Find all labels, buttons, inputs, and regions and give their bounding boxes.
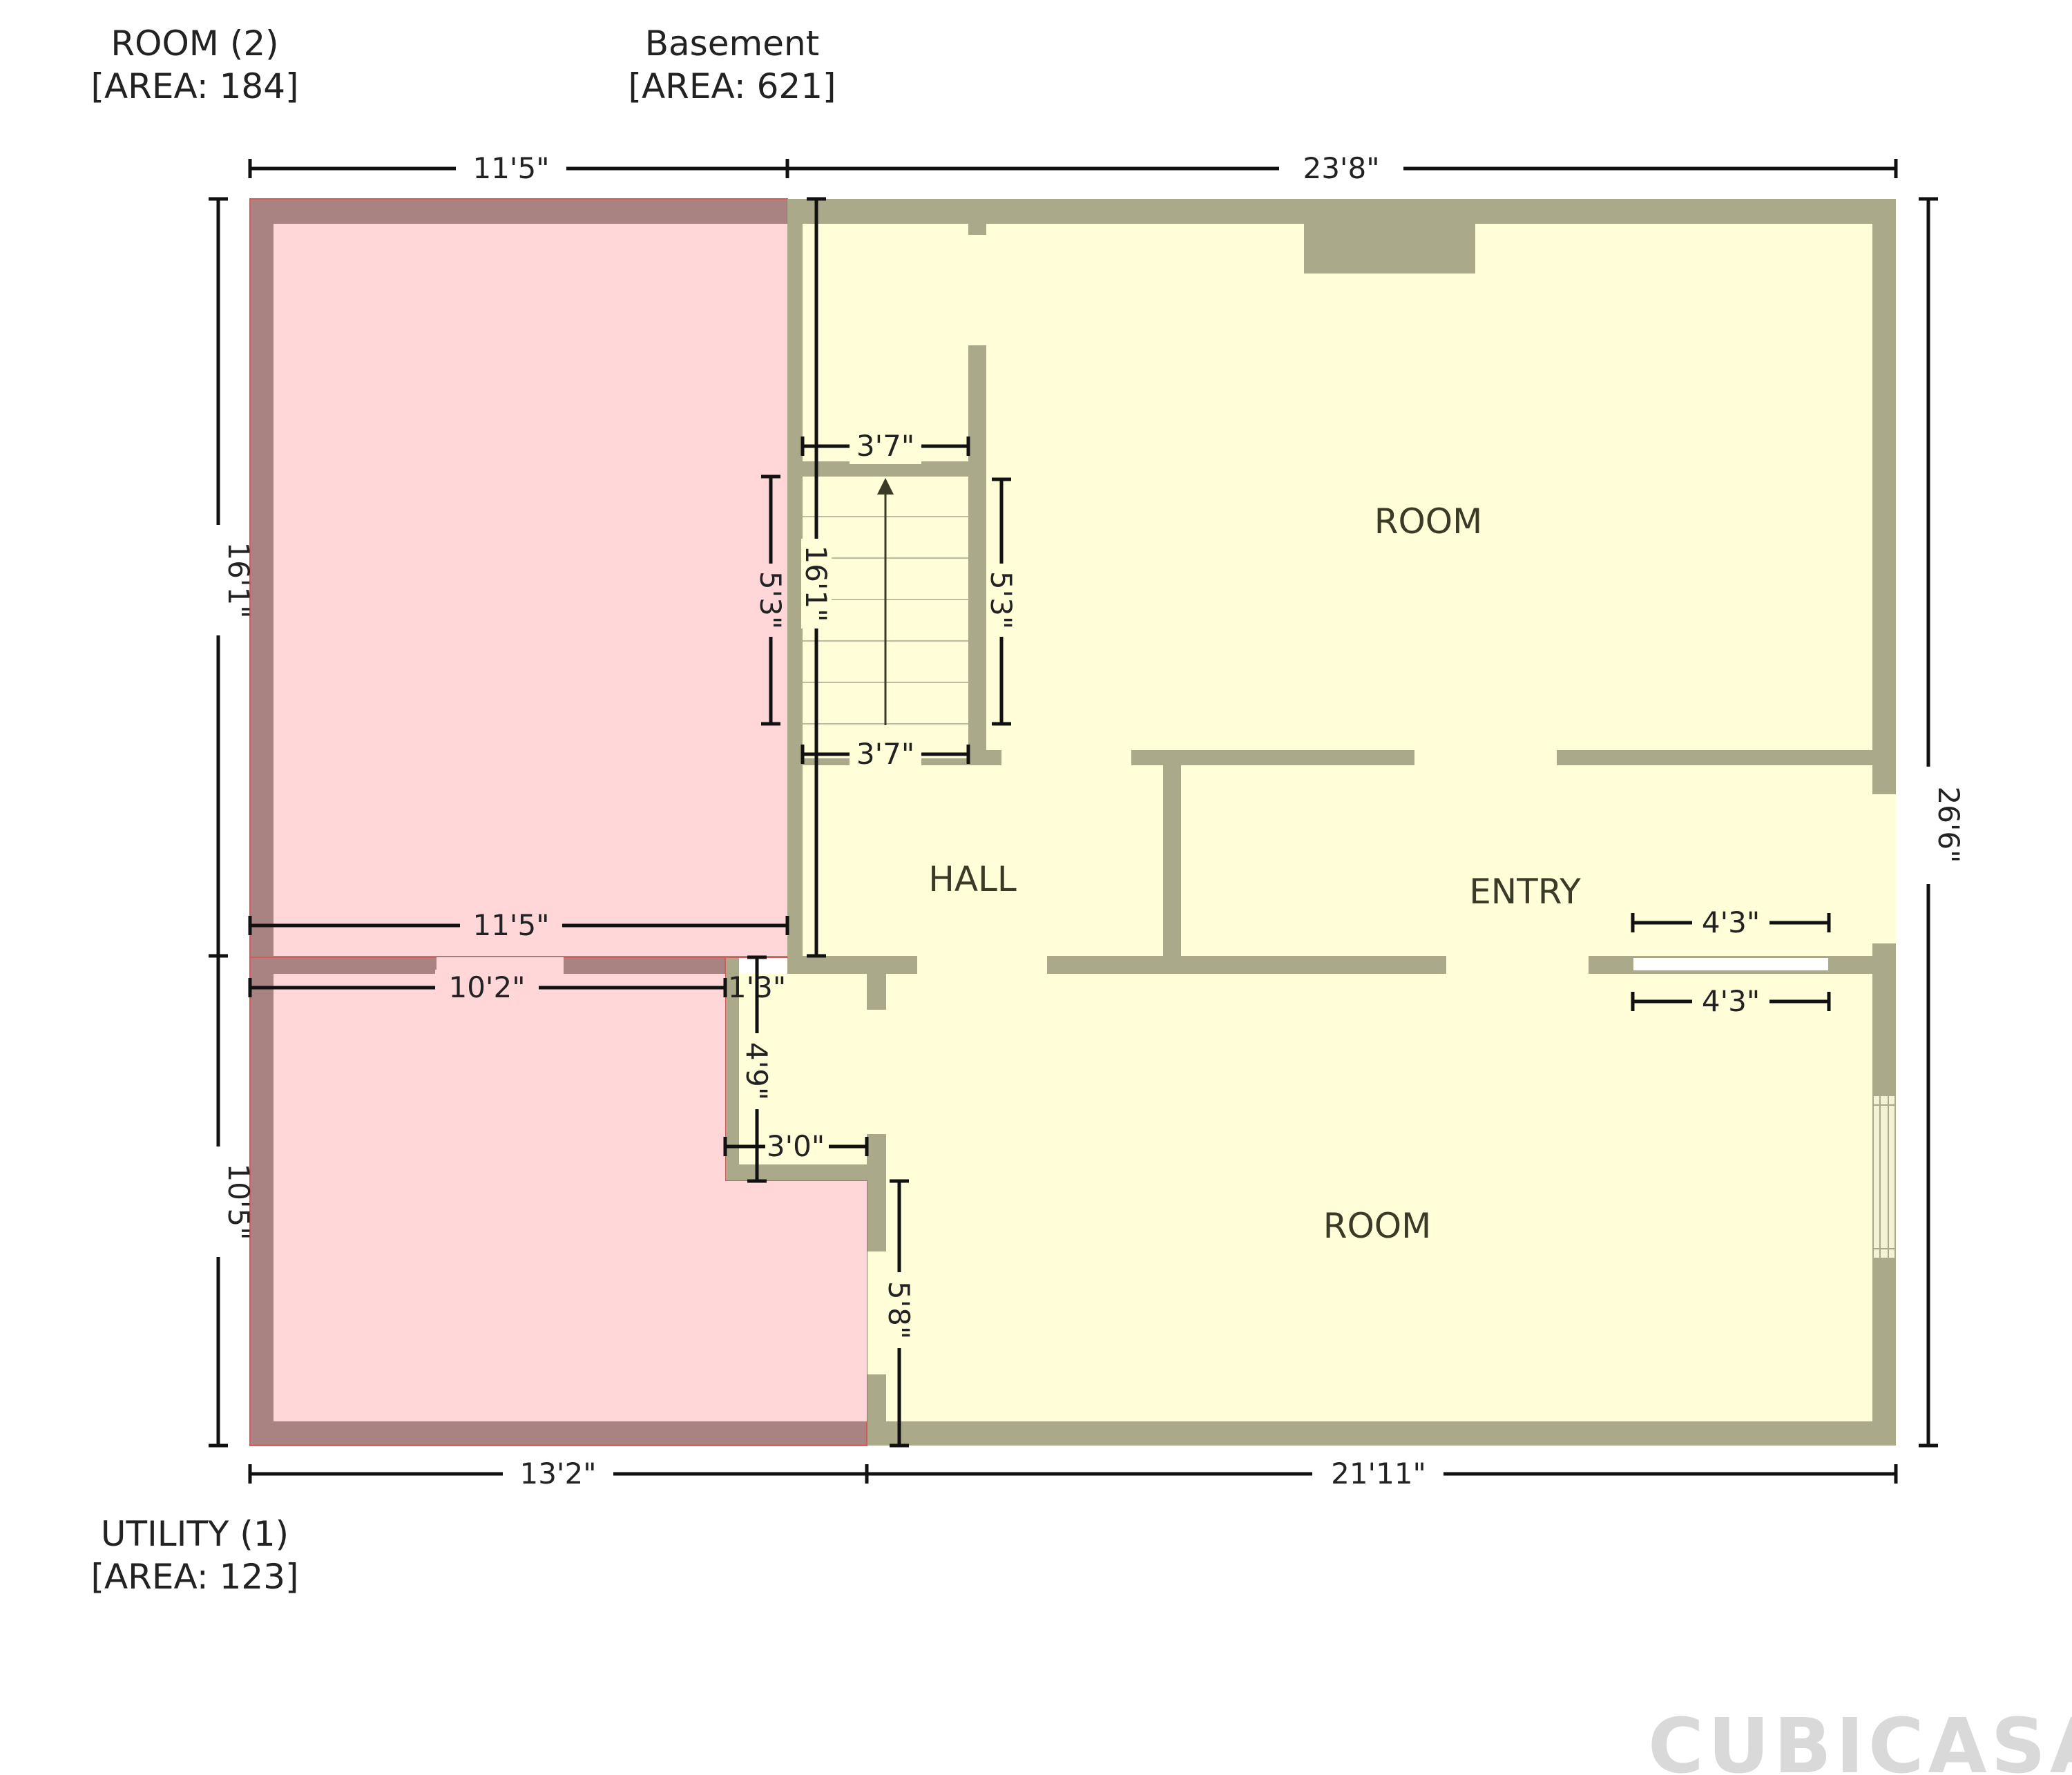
- entry-label: ENTRY: [1469, 872, 1581, 912]
- door-gap-entry-bottom: [1446, 956, 1589, 974]
- hall-floor: [803, 765, 1163, 956]
- utility-structure: [249, 957, 867, 1446]
- dim-stair-16-1-label: 16'1": [799, 545, 833, 622]
- dim-stair-16-1: 16'1": [799, 197, 833, 958]
- room-top-floor: [986, 224, 1872, 750]
- exterior-door-gap: [1872, 794, 1896, 943]
- dim-stair-left: 5'3": [754, 474, 787, 726]
- closet-left-wall: [725, 957, 739, 1181]
- dim-stair-top: 3'7": [800, 429, 970, 464]
- door-gap-room-entry: [1414, 750, 1557, 765]
- chimney-block: [1304, 224, 1475, 274]
- dim-inner-5-8: 5'8": [882, 1179, 916, 1448]
- dim-stair-right: 5'3": [984, 477, 1018, 726]
- dim-inner-3-0-label: 3'0": [767, 1129, 825, 1163]
- hall-label: HALL: [928, 859, 1017, 899]
- room2-right-wall: [787, 199, 801, 957]
- dim-inner-4-9: 4'9": [740, 955, 774, 1183]
- utility-name: UTILITY (1): [101, 1514, 289, 1554]
- room2-structure: [249, 198, 801, 958]
- dim-inner-3-0: 3'0": [723, 1129, 869, 1164]
- dim-entry-top: 4'3": [1631, 905, 1831, 941]
- dim-top-left: 11'5": [472, 151, 549, 185]
- dim-inner-11-5: 11'5": [248, 908, 789, 945]
- dim-inner-11-5-label: 11'5": [472, 908, 549, 942]
- basement-area: [AREA: 621]: [628, 66, 836, 106]
- closet-bottom-wall: [725, 1164, 884, 1181]
- dim-right-label: 26'6": [1932, 786, 1966, 863]
- dim-stair-top-label: 3'7": [856, 429, 914, 463]
- dim-inner-4-9-label: 4'9": [740, 1042, 774, 1100]
- dim-stair-bottom-label: 3'7": [856, 737, 914, 771]
- room2-name: ROOM (2): [111, 23, 278, 64]
- basement-name: Basement: [645, 23, 820, 64]
- dim-entry-top-label: 4'3": [1702, 905, 1760, 939]
- dim-bottom-left: 13'2": [519, 1457, 596, 1490]
- stair-direction-arrow: [877, 478, 894, 725]
- utility-header: UTILITY (1) [AREA: 123]: [90, 1514, 298, 1597]
- room2-header: ROOM (2) [AREA: 184]: [90, 23, 298, 106]
- door-gap-upper: [968, 235, 986, 345]
- room-bottom-floor: [886, 974, 1872, 1421]
- dim-stair-right-label: 5'3": [984, 571, 1018, 629]
- dim-entry-bottom-label: 4'3": [1702, 984, 1760, 1018]
- dim-bottom: 13'2" 21'11": [248, 1455, 1898, 1493]
- room2-floor: [274, 224, 787, 956]
- cubicasa-logo: CUBICASA: [1648, 1702, 2072, 1775]
- dim-right: 26'6": [1910, 197, 1966, 1448]
- door-gap-room-hall: [1001, 750, 1131, 765]
- utility-area: [AREA: 123]: [90, 1557, 298, 1597]
- dim-left-lower: 10'5": [222, 1163, 256, 1240]
- utility-floor: [274, 974, 867, 1421]
- dim-stair-left-label: 5'3": [754, 571, 787, 629]
- door-gap-hall-bottom: [917, 956, 1047, 974]
- door-gap-utility: [867, 1251, 886, 1374]
- dim-inner-10-2: 10'2": [248, 970, 727, 1007]
- dim-inner-5-8-label: 5'8": [882, 1281, 916, 1339]
- door-gap-closet: [867, 1010, 886, 1134]
- dim-top-right: 23'8": [1303, 151, 1379, 185]
- dim-stair-bottom: 3'7": [800, 737, 970, 772]
- window-right: [1872, 1095, 1896, 1259]
- basement-header: Basement [AREA: 621]: [628, 23, 836, 106]
- room-top-label: ROOM: [1374, 501, 1483, 541]
- entry-window: [1632, 957, 1830, 972]
- dim-entry-bottom: 4'3": [1631, 984, 1831, 1019]
- dim-bottom-right: 21'11": [1331, 1457, 1426, 1490]
- upper-stair-landing-floor: [803, 224, 968, 461]
- room-bottom-label: ROOM: [1323, 1206, 1432, 1246]
- dim-top: 11'5" 23'8": [248, 149, 1898, 188]
- dim-left-upper: 16'1": [222, 541, 256, 618]
- room2-area: [AREA: 184]: [90, 66, 298, 106]
- dim-inner-10-2-label: 10'2": [448, 970, 525, 1004]
- dim-left: 16'1" 10'5": [200, 197, 256, 1448]
